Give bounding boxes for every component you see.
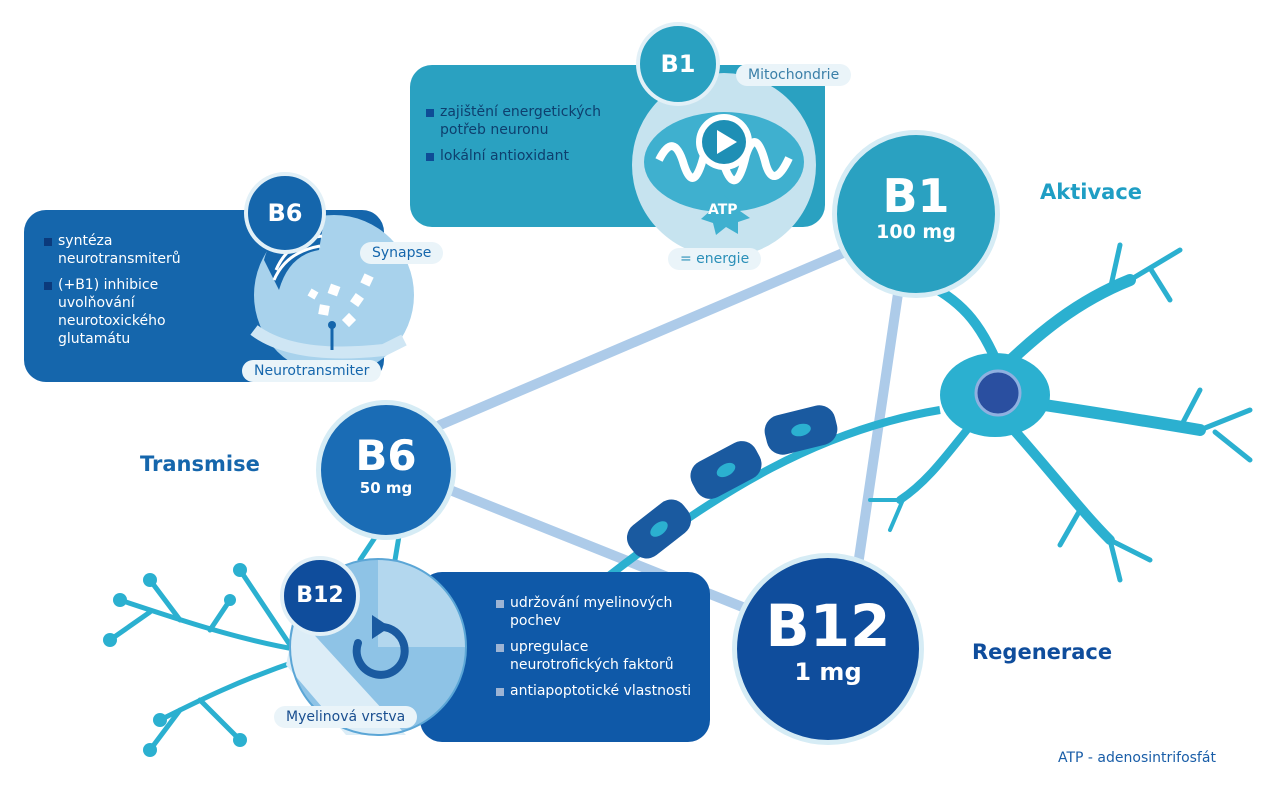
b12-badge: B12 (280, 556, 360, 636)
axon-terminals (107, 527, 403, 753)
mitochondria-illustration (632, 73, 816, 257)
terminal-buttons (103, 563, 247, 757)
topic-transmission: Transmise (140, 452, 260, 476)
myelin-layer-label: Myelinová vrstva (274, 706, 418, 728)
atp-burst (701, 195, 750, 235)
synapse-label: Synapse (360, 242, 444, 264)
refresh-icon (352, 615, 409, 679)
b1-node-dose: 100 mg (876, 221, 956, 243)
b1-benefit-item: lokální antioxidant (426, 147, 636, 165)
neurotransmitter-particles (307, 273, 374, 328)
b12-node-name: B12 (765, 592, 891, 660)
b12-benefit-item: antiapoptotické vlastnosti (496, 682, 696, 700)
b1-node-name: B1 (882, 169, 950, 223)
energy-label: = energie (668, 248, 762, 270)
b6-badge: B6 (244, 172, 326, 254)
b1-badge: B1 (636, 22, 720, 106)
neurotransmitter-label: Neurotransmiter (242, 360, 382, 382)
b6-node-dose: 50 mg (359, 479, 413, 497)
b6-node: B6 50 mg (316, 400, 456, 540)
b6-node-name: B6 (355, 431, 417, 480)
atp-label: ATP (708, 202, 738, 218)
b12-node-dose: 1 mg (794, 658, 862, 686)
b1-benefit-item: zajištění energetických potřeb neuronu (426, 103, 636, 139)
b6-benefit-list: syntéza neurotransmiterů (+B1) inhibice … (44, 232, 224, 356)
b1-benefit-list: zajištění energetických potřeb neuronu l… (426, 103, 636, 173)
b6-benefit-item: syntéza neurotransmiterů (44, 232, 224, 268)
myelin-nodes (650, 423, 811, 537)
topic-regeneration: Regenerace (972, 640, 1113, 664)
b6-benefit-item: (+B1) inhibice uvolňování neurotoxického… (44, 276, 224, 348)
b12-benefit-item: udržování myelinových pochev (496, 594, 696, 630)
b12-benefit-list: udržování myelinových pochev upregulace … (496, 594, 696, 708)
mitochondria-label: Mitochondrie (736, 64, 852, 86)
b12-node: B12 1 mg (732, 553, 924, 745)
b12-benefit-item: upregulace neurotrofických faktorů (496, 638, 696, 674)
b12-info-card: udržování myelinových pochev upregulace … (420, 572, 710, 742)
footnote: ATP - adenosintrifosfát (1058, 750, 1216, 766)
b1-node: B1 100 mg (832, 130, 1000, 298)
topic-activation: Aktivace (1040, 180, 1143, 204)
connector-b6-b1 (435, 245, 855, 430)
neuron-nucleus (974, 369, 1022, 417)
